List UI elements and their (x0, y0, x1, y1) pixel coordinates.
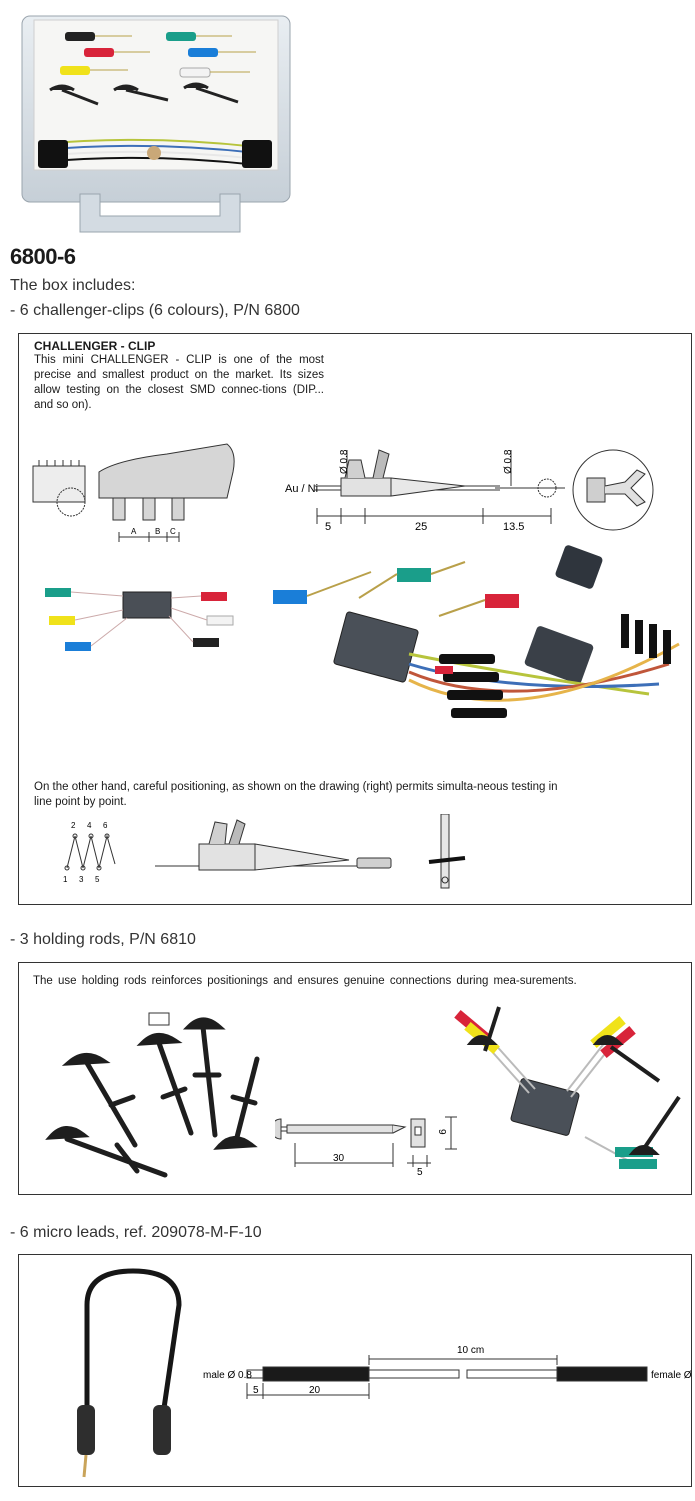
pin-1-label: 1 (63, 875, 68, 884)
clips-on-chip-photo (45, 588, 234, 651)
positioning-drawing: 2 4 6 1 3 5 (63, 814, 466, 889)
dia-left-label: Ø 0.8 (339, 449, 350, 474)
dim-b-label: B (155, 527, 160, 536)
clip-white (179, 67, 250, 78)
carry-case-photo (21, 15, 291, 233)
rod-dimension-drawing: 30 5 9 (275, 1116, 457, 1178)
item-challenger-clips: - 6 challenger-clips (6 colours), P/N 68… (10, 302, 300, 319)
dim-25-label: 25 (415, 521, 427, 533)
clip-dimension-drawing: Au / Ni Ø 0.8 Ø 0.8 5 25 13.5 (285, 449, 654, 533)
challenger-clip-heading: CHALLENGER - CLIP (34, 339, 156, 353)
male-label: male Ø 0.8 (203, 1370, 252, 1381)
clips-with-leads-photo (273, 545, 680, 718)
photo-clip-black (168, 615, 219, 647)
micro-lead-dimension-drawing: 10 cm male Ø 0.8 female Ø0.8 5 20 (203, 1345, 691, 1399)
clip-green (166, 32, 232, 41)
challenger-clip-description: This mini CHALLENGER - CLIP is one of th… (34, 354, 324, 411)
pin-6-label: 6 (103, 821, 108, 830)
rod-dim-30-label: 30 (333, 1153, 345, 1164)
dim-5-label: 5 (325, 521, 331, 533)
holding-rods-panel: The use holding rods reinforces position… (18, 962, 692, 1195)
rod-dim-5-label: 5 (417, 1167, 423, 1178)
rod-dim-9-label: 9 (436, 1129, 447, 1135)
item-micro-leads: - 6 micro leads, ref. 209078-M-F-10 (10, 1224, 262, 1241)
dim-13-5-label: 13.5 (503, 521, 524, 533)
material-label: Au / Ni (285, 483, 318, 495)
female-label: female Ø0.8 (651, 1370, 691, 1381)
clip-red (84, 48, 150, 57)
lead-dim-5-label: 5 (253, 1385, 259, 1396)
dia-right-label: Ø 0.8 (503, 449, 514, 474)
box-includes-label: The box includes: (10, 277, 136, 294)
rods-in-use-photo (454, 1006, 681, 1169)
pin-3-label: 3 (79, 875, 84, 884)
holding-rods-photo (45, 1012, 260, 1178)
pin-2-label: 2 (71, 821, 76, 830)
clip-blue (188, 48, 256, 57)
rods-description: The use holding rods reinforces position… (33, 975, 577, 987)
dim-c-label: C (170, 527, 176, 536)
micro-leads-panel: 10 cm male Ø 0.8 female Ø0.8 5 20 (18, 1254, 692, 1487)
photo-clip-blue (65, 617, 128, 651)
clip-black (65, 32, 132, 41)
product-code: 6800-6 (10, 244, 76, 269)
smd-chip-drawing: A B C (32, 443, 235, 542)
dim-a-label: A (131, 527, 137, 536)
lead-dim-20-label: 20 (309, 1385, 321, 1396)
pin-4-label: 4 (87, 821, 92, 830)
positioning-description: On the other hand, careful positioning, … (34, 781, 558, 808)
pin-5-label: 5 (95, 875, 100, 884)
photo-clip-red (170, 592, 227, 601)
item-holding-rods: - 3 holding rods, P/N 6810 (10, 931, 196, 948)
length-label: 10 cm (457, 1345, 484, 1356)
clip-yellow (60, 66, 128, 75)
photo-clip-white (170, 607, 234, 626)
challenger-clip-panel: CHALLENGER - CLIP This mini CHALLENGER -… (18, 333, 692, 905)
micro-lead-photo (77, 1268, 182, 1478)
photo-clip-yellow (49, 609, 124, 625)
photo-clip-green (45, 588, 124, 597)
